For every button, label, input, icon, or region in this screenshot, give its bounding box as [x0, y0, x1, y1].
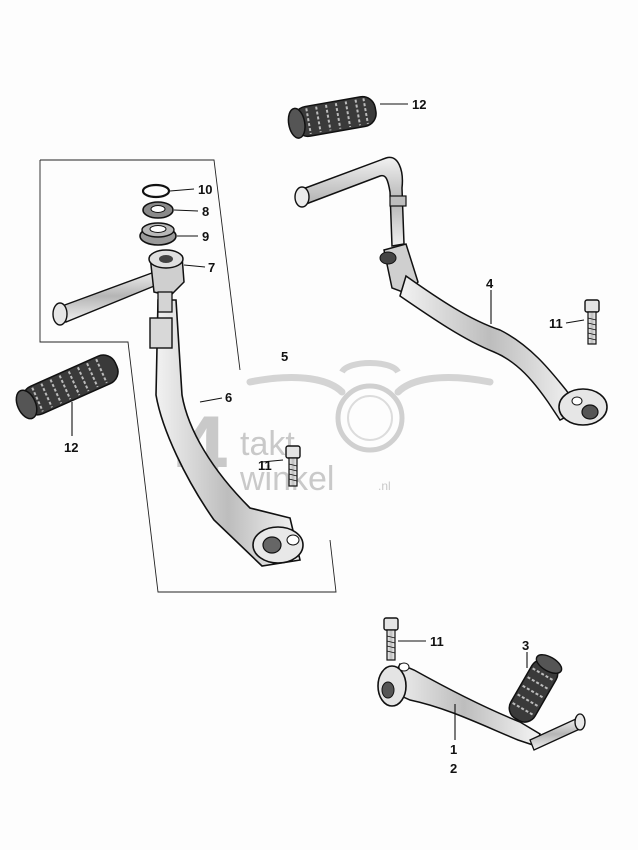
- callout-11-middle: 11: [258, 458, 272, 473]
- leader-lines: [71, 103, 585, 740]
- kick-starter-arm-part4: [294, 156, 608, 426]
- callout-2: 2: [450, 761, 457, 776]
- bolt-part11-right: [584, 299, 600, 345]
- callout-8: 8: [202, 204, 209, 219]
- callout-6: 6: [225, 390, 232, 405]
- watermark-suffix: .nl: [378, 479, 391, 493]
- bolt-part11-middle: [285, 445, 301, 487]
- change-pedal-part1: [377, 662, 586, 751]
- callout-3: 3: [522, 638, 529, 653]
- callout-4: 4: [486, 276, 494, 291]
- spring-part9: [139, 222, 177, 246]
- rubber-grip-part3: [508, 654, 563, 723]
- callout-12-top: 12: [412, 97, 426, 112]
- watermark-line2: winkel: [239, 460, 334, 498]
- rubber-grip-part12-top: [287, 95, 377, 139]
- callout-11-right: 11: [549, 316, 563, 331]
- kick-starter-arm-part6: [149, 299, 304, 567]
- callout-11-bottom: 11: [430, 634, 444, 649]
- circlip-part10: [141, 183, 171, 199]
- group-outline-5: [39, 159, 337, 593]
- callout-7: 7: [208, 260, 215, 275]
- callout-10: 10: [198, 182, 212, 197]
- callout-5: 5: [281, 349, 288, 364]
- rubber-grip-part12-left: [15, 354, 119, 420]
- callout-1: 1: [450, 742, 457, 757]
- washer-part8: [142, 201, 174, 219]
- callout-9: 9: [202, 229, 209, 244]
- pedal-pivot-part7: [52, 249, 185, 326]
- bolt-part11-bottom: [383, 617, 399, 661]
- watermark-headlight-icon: [335, 383, 405, 453]
- callout-12-left: 12: [64, 440, 78, 455]
